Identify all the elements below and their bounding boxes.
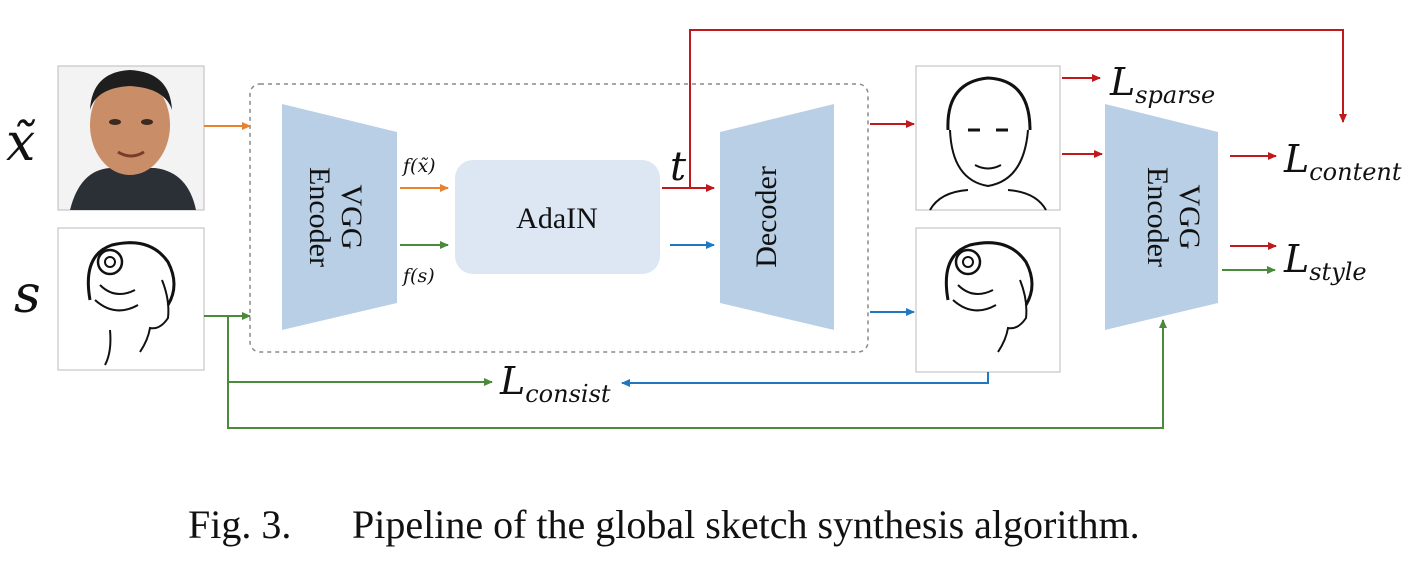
vgg-encoder-2-block <box>1105 104 1218 330</box>
content-feature-label: f(x̃) <box>401 155 436 177</box>
decoder-block <box>720 104 834 330</box>
style-sketch-image <box>57 227 205 371</box>
adain-label: AdaIN <box>516 202 598 235</box>
consist-loss-label: Lconsist <box>499 359 611 408</box>
arrow-target-to-content-loss <box>689 29 1347 188</box>
sparse-loss-label: Lsparse <box>1109 60 1215 109</box>
target-feature-label: t <box>670 144 687 190</box>
output-style-sketch-image <box>915 227 1061 373</box>
face-photo-image <box>57 65 205 211</box>
adain-block <box>455 160 660 274</box>
content-input-symbol: x̃ <box>6 113 36 173</box>
style-input-symbol: s <box>14 265 41 325</box>
vgg-encoder-label-line1: VGG <box>335 185 368 250</box>
output-face-sketch-image <box>915 65 1061 211</box>
arrow-reconstruction-to-consist-loss <box>621 372 989 387</box>
arrow-style-to-consist-loss <box>227 316 493 386</box>
content-loss-label: Lcontent <box>1283 137 1402 186</box>
decoder-label: Decoder <box>750 166 783 268</box>
vgg-encoder-block <box>282 104 397 330</box>
style-loss-label: Lstyle <box>1283 237 1367 286</box>
style-feature-label: f(s) <box>401 265 435 287</box>
arrow-style-to-encoder-2 <box>227 319 1167 429</box>
vgg-encoder-2-label-line2: Encoder <box>1141 167 1174 267</box>
vgg-encoder-2-label-line1: VGG <box>1173 185 1206 250</box>
vgg-encoder-label-line2: Encoder <box>303 167 336 267</box>
figure-caption-text: Pipeline of the global sketch synthesis … <box>352 502 1140 547</box>
figure-caption-label: Fig. 3. <box>188 502 291 547</box>
shared-module-group <box>249 83 869 353</box>
